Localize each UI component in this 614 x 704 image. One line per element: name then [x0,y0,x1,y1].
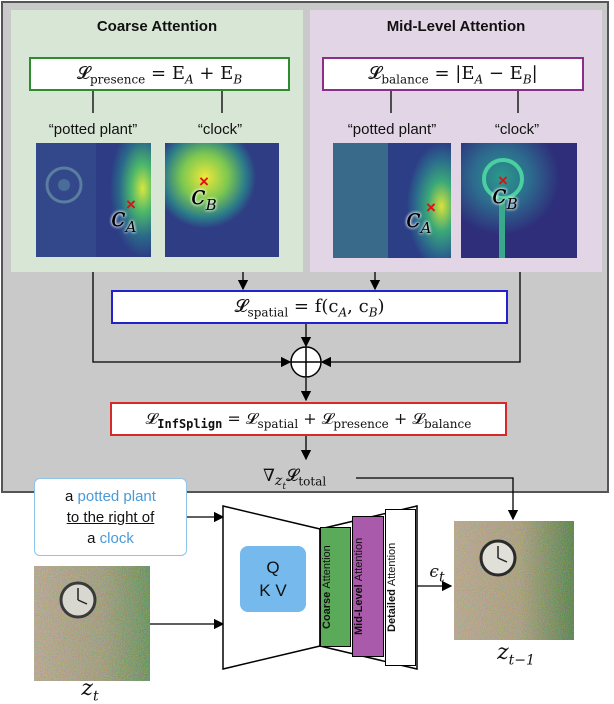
gradient-total-loss-label: ∇zt𝓛total [263,466,327,493]
mid-plant-attention-map [333,143,451,258]
coarse-attention-bar: Coarse Attention [320,527,351,647]
detailed-attention-bar: Detailed Attention [385,509,416,666]
denoised-latent-output-image [454,521,574,640]
qkv-block: Q K V [240,546,306,612]
mid-level-attention-bar: Mid-Level Attention [352,516,384,657]
centroid-marker-a-coarse: × [126,195,136,214]
kv-label: K V [259,581,287,600]
prompt-line-2: to the right of [66,509,155,526]
prompt-line-1: a potted plant [65,488,156,505]
centroid-marker-b-mid: × [498,171,508,190]
centroid-label-a-coarse: cA [111,203,137,237]
epsilon-t-label: ϵt [429,562,445,586]
word-clock-mid: “clock” [494,121,540,138]
balance-loss-equation: 𝓛balance = |EA − EB| [322,57,584,91]
word-potted-plant-mid: “potted plant” [347,121,437,138]
word-potted-plant-coarse: “potted plant” [48,121,138,138]
q-label: Q [266,558,280,577]
centroid-label-a-mid: cA [406,204,432,238]
coarse-clock-attention-map [165,143,279,257]
infsplign-loss-equation: 𝓛InfSplign = 𝓛spatial + 𝓛presence + 𝓛bal… [110,402,507,436]
text-prompt-box: a potted plant to the right of a clock [34,478,187,556]
centroid-label-b-mid: cB [492,180,518,214]
spatial-loss-equation: 𝓛spatial = f(cA, cB) [111,290,508,324]
centroid-marker-b-coarse: × [199,172,209,191]
presence-loss-equation: 𝓛presence = EA + EB [29,57,290,91]
mid-clock-attention-map [461,143,577,258]
coarse-plant-attention-map [36,143,151,257]
prompt-line-3: a clock [87,530,134,547]
z-t-minus-1-label: zt−1 [497,640,535,669]
z-t-label: zt [81,676,99,704]
centroid-marker-a-mid: × [426,198,436,217]
noisy-latent-input-image [34,566,150,681]
mid-panel-title: Mid-Level Attention [386,18,526,35]
centroid-label-b-coarse: cB [191,181,217,215]
coarse-panel-title: Coarse Attention [96,18,218,35]
word-clock-coarse: “clock” [197,121,243,138]
